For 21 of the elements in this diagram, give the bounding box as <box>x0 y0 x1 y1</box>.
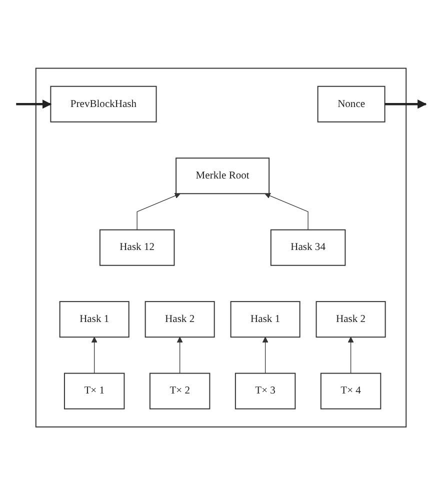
hash-box: Hask 12 <box>99 230 175 266</box>
arrow <box>91 337 98 374</box>
arrow <box>384 100 427 110</box>
arrow <box>136 193 180 231</box>
hash-box: Hask 1 <box>230 301 300 338</box>
hash-box: Hask 34 <box>270 230 346 266</box>
hash-box: Nonce <box>317 86 386 123</box>
hash-box: T× 2 <box>149 373 210 410</box>
hash-box: PrevBlockHash <box>50 86 157 123</box>
hash-box: Hask 2 <box>144 301 215 338</box>
hash-box: T× 3 <box>234 373 296 410</box>
arrow <box>16 100 52 110</box>
hash-box: T× 1 <box>64 373 125 410</box>
arrow <box>264 193 308 231</box>
hash-box: T× 4 <box>320 373 382 410</box>
hash-box: Merkle Root <box>176 158 270 195</box>
arrow <box>176 337 183 374</box>
arrow <box>348 337 354 374</box>
hash-box: Hask 2 <box>316 301 386 338</box>
hash-box: Hask 1 <box>59 301 130 338</box>
arrow <box>262 337 268 374</box>
